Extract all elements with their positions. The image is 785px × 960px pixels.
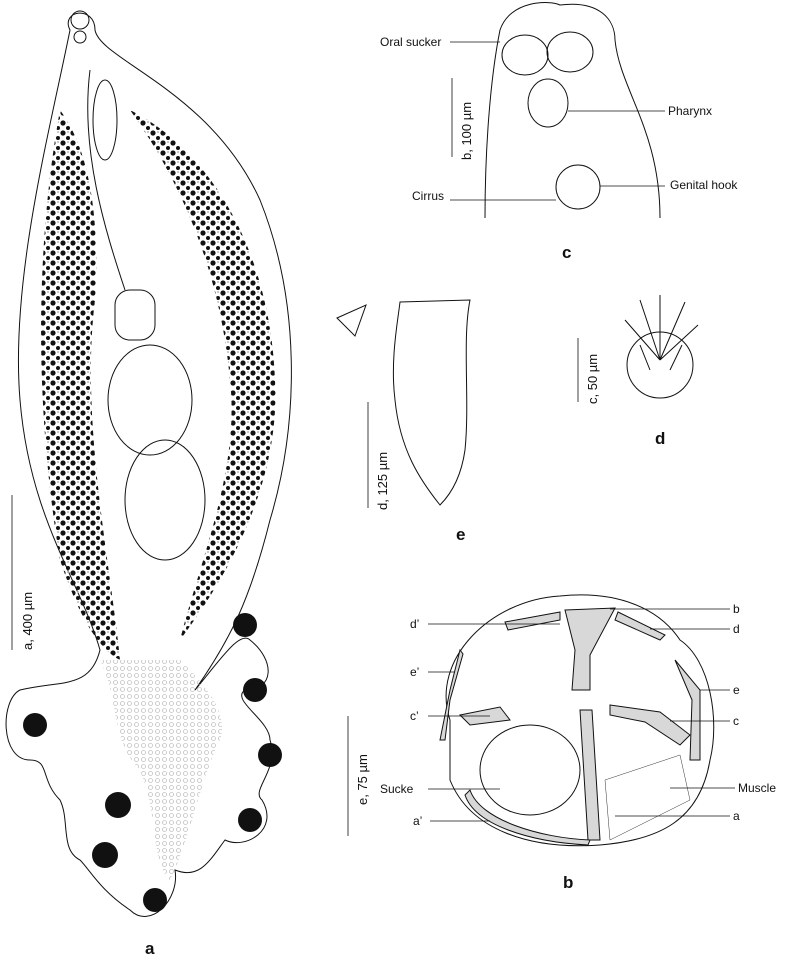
label-c: c	[733, 714, 739, 728]
label-c-prime: c’	[410, 709, 419, 723]
label-b: b	[733, 602, 740, 616]
scale-bar-a-label: a, 400 µm	[20, 592, 35, 650]
panel-d-label: d	[655, 429, 665, 448]
label-pharynx: Pharynx	[668, 104, 712, 118]
label-e: e	[733, 683, 740, 697]
label-e-prime: e’	[410, 665, 419, 679]
clamp-icon	[143, 888, 167, 912]
clamp-icon	[92, 842, 118, 868]
clamp-icon	[105, 792, 131, 818]
scale-bar-c-label: c, 50 µm	[585, 354, 600, 404]
oral-sucker-left	[501, 34, 549, 76]
pharynx-shape	[527, 78, 569, 128]
sclerite-b	[564, 607, 616, 691]
ovary	[114, 289, 156, 341]
clamp-outline	[445, 594, 715, 847]
vitellaria-right	[130, 110, 276, 640]
sclerite-e	[674, 659, 701, 761]
panel-b-label: b	[563, 873, 573, 892]
scale-bar-e-label: e, 75 µm	[355, 754, 370, 805]
sclerite-e-prime	[439, 648, 464, 741]
label-d: d	[733, 622, 740, 636]
label-muscle: Muscle	[738, 781, 776, 795]
label-a: a	[733, 809, 740, 823]
clamps	[23, 613, 282, 912]
clamp-icon	[258, 743, 282, 767]
label-d-prime: d’	[410, 617, 419, 631]
label-oral-sucker: Oral sucker	[380, 35, 441, 49]
panel-e-label: e	[456, 525, 465, 544]
anterior-body-outline	[484, 2, 661, 219]
sclerite-c	[609, 704, 691, 746]
egg-shell	[392, 299, 471, 506]
panel-d-genital-corona: c, 50 µm d	[577, 295, 699, 448]
uterus-eggs	[124, 439, 206, 561]
label-cirrus: Cirrus	[412, 189, 444, 203]
scale-bar-b-label: b, 100 µm	[459, 102, 474, 160]
clamp-sucker	[479, 724, 581, 816]
seminal-vesicle	[92, 79, 118, 161]
clamp-icon	[238, 808, 262, 832]
clamp-icon	[233, 613, 257, 637]
panel-b-clamp: b d’ d e’ e c’ c Sucke Muscle a’ a e, 75…	[347, 594, 776, 892]
label-a-prime: a’	[413, 814, 422, 828]
panel-e-egg: d, 125 µm e	[336, 299, 471, 544]
panel-a-label: a	[145, 939, 155, 958]
label-sucker: Sucke	[380, 782, 414, 796]
sclerite-d-prime	[504, 611, 561, 631]
genital-hooks	[624, 295, 699, 371]
esophagus	[87, 69, 126, 291]
panel-c-label: c	[562, 243, 571, 262]
worm-body-outline	[5, 12, 292, 917]
egg-cap	[336, 304, 367, 337]
label-genital-hook: Genital hook	[670, 178, 738, 192]
vitellaria-left	[41, 110, 120, 660]
testis	[107, 344, 193, 456]
muscle-fibers	[604, 754, 691, 841]
clamp-icon	[243, 678, 267, 702]
sclerite-a	[579, 709, 601, 841]
sclerite-a-prime	[464, 789, 591, 846]
posterior-tegument	[100, 660, 222, 880]
oral-sucker-icon	[70, 10, 90, 30]
panel-a-whole-worm: a, 400 µm a	[5, 10, 292, 958]
panel-c-anterior: Oral sucker Pharynx Cirrus Genital hook …	[380, 2, 738, 262]
genital-atrium	[555, 164, 601, 210]
pharynx-icon	[73, 30, 87, 44]
clamp-icon	[23, 713, 47, 737]
scale-bar-d-label: d, 125 µm	[375, 452, 390, 510]
sclerite-d	[614, 611, 666, 641]
oral-sucker-right	[546, 31, 594, 73]
